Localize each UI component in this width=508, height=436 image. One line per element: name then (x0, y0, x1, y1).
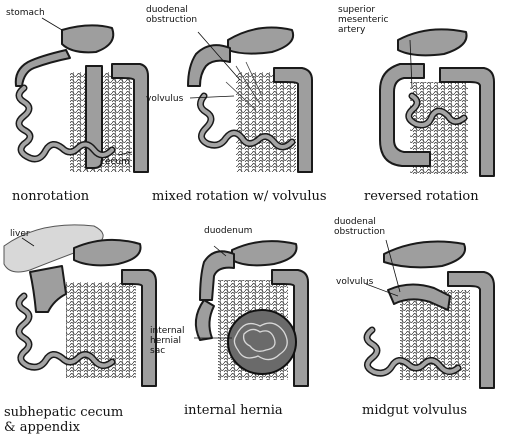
stomach-midgut (384, 242, 465, 268)
stomach-reversed (398, 29, 467, 55)
label-duodenal-midgut: duodenal (334, 217, 376, 227)
label-volvulus-mixed: volvulus (146, 94, 184, 104)
label-obstruction-mixed: obstruction (146, 15, 197, 25)
stomach-subhepatic (74, 240, 141, 266)
duodenum-mixed (188, 45, 230, 86)
stomach-leader (42, 18, 62, 30)
label-hernial: hernial (150, 336, 181, 346)
caption-mixed-rotation: mixed rotation w/ volvulus (152, 189, 327, 204)
caption-midgut-volvulus: midgut volvulus (362, 403, 467, 418)
panel-reversed-rotation: superior mesenteric artery reversed rota… (338, 5, 494, 204)
label-superior: superior (338, 5, 375, 15)
volvulus-leader-mixed (190, 96, 234, 98)
label-duodenum: duodenum (204, 226, 252, 236)
label-artery: artery (338, 25, 366, 35)
mesentery-mixed (236, 72, 296, 172)
stomach-nonrotation (62, 25, 113, 52)
panel-mixed-rotation: duodenal obstruction volvulus mixed rota… (146, 5, 327, 204)
label-stomach: stomach (6, 8, 45, 18)
label-liver: liver (10, 229, 30, 239)
caption-subhepatic-line2: & appendix (4, 420, 81, 435)
stomach-hernia (232, 241, 297, 265)
panel-subhepatic-cecum: liver subhepatic cecum & appendix (4, 225, 156, 435)
caption-nonrotation: nonrotation (12, 189, 90, 204)
label-obstruction-midgut: obstruction (334, 227, 385, 237)
panel-nonrotation: stomach cecum nonrotation (6, 8, 148, 204)
subhepatic-cecum (30, 266, 66, 312)
caption-subhepatic-line1: subhepatic cecum (4, 405, 123, 420)
caption-internal-hernia: internal hernia (184, 403, 283, 418)
label-internal: internal (150, 326, 185, 336)
label-cecum: cecum (100, 157, 130, 167)
label-volvulus-midgut: volvulus (336, 277, 374, 287)
label-sac: sac (150, 346, 165, 356)
caption-reversed-rotation: reversed rotation (364, 189, 479, 204)
panel-internal-hernia: duodenum internal hernial sac internal h… (150, 226, 308, 418)
label-duodenal-mixed: duodenal (146, 5, 188, 15)
duodenum-nonrotation (16, 50, 70, 86)
stomach-mixed (228, 28, 293, 54)
hernial-sac (228, 310, 296, 374)
descending-loop-hernia (196, 300, 214, 340)
label-mesenteric: mesenteric (338, 15, 389, 25)
panel-midgut-volvulus: duodenal obstruction volvulus midgut vol… (334, 217, 494, 418)
